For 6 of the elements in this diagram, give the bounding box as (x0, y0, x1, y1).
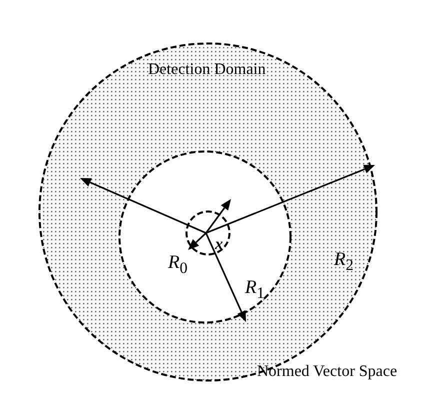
radius-label: R$_{0}$ (168, 253, 188, 277)
variable-label: x (215, 237, 223, 253)
radius-label: R$_{2}$ (334, 250, 354, 274)
region-label: Detection Domain (148, 62, 266, 78)
radius-label: R$_{1}$ (245, 278, 265, 302)
space-label: Normed Vector Space (257, 364, 398, 380)
